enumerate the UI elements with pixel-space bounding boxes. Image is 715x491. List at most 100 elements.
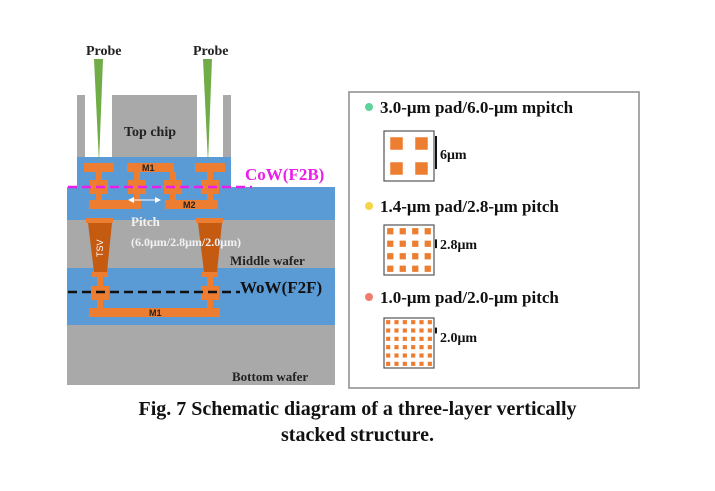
m2-line-left	[89, 200, 141, 209]
tsv-right	[198, 223, 222, 272]
legend-item-title: 1.4-μm pad/2.8-μm pitch	[380, 197, 559, 216]
pad-square	[399, 228, 406, 235]
pad-square	[419, 328, 424, 333]
pad-square	[415, 137, 428, 150]
side-silicon-right	[223, 95, 231, 157]
cow-label: CoW(F2B)	[245, 165, 324, 184]
pad-square	[386, 328, 391, 333]
pad-square	[399, 253, 406, 260]
m2-label: M2	[183, 200, 196, 210]
pad-square	[419, 336, 424, 341]
figure-caption-line1: Fig. 7 Schematic diagram of a three-laye…	[138, 398, 577, 420]
pad-square	[415, 162, 428, 175]
pad-square	[412, 265, 419, 272]
pad-square	[424, 253, 431, 260]
pad-square	[394, 353, 399, 358]
pad-square	[424, 240, 431, 247]
probe-left	[94, 59, 103, 163]
pad-square	[427, 320, 432, 325]
legend-item: 1.4-μm pad/2.8-μm pitch 2.8μm	[365, 197, 559, 276]
tsv-cap-left	[86, 218, 113, 223]
pad-square	[399, 265, 406, 272]
pad-square	[427, 345, 432, 350]
pad-square	[411, 320, 416, 325]
m1-bottom-label: M1	[149, 308, 162, 318]
pitch-arrow	[128, 197, 161, 203]
pad-square	[394, 336, 399, 341]
pad-square	[387, 240, 394, 247]
pitch-dimension-label: 2.0μm	[440, 331, 477, 346]
pad-square	[394, 361, 399, 366]
pad-square	[427, 361, 432, 366]
m1-top-line	[127, 163, 174, 172]
pad-square	[390, 137, 403, 150]
probe-pad-right	[195, 163, 225, 172]
pad-square	[427, 328, 432, 333]
pad-square	[424, 228, 431, 235]
legend-bullet-icon	[365, 103, 373, 111]
legend-bullet-icon	[365, 293, 373, 301]
tsv-left	[88, 223, 112, 272]
pad-square	[402, 345, 407, 350]
pad-square	[411, 361, 416, 366]
side-silicon-left	[77, 95, 85, 157]
pad-square	[387, 253, 394, 260]
pad-square	[386, 345, 391, 350]
pad-square	[424, 265, 431, 272]
legend-item-title: 1.0-μm pad/2.0-μm pitch	[380, 288, 559, 307]
pad-square	[412, 253, 419, 260]
pad-square	[402, 328, 407, 333]
pitch-values-label: (6.0μm/2.8μm/2.0μm)	[131, 235, 241, 249]
pad-square	[387, 265, 394, 272]
pad-square	[427, 353, 432, 358]
pad-square	[402, 320, 407, 325]
pad-square	[390, 162, 403, 175]
pad-square	[402, 353, 407, 358]
probe-pad-left	[84, 163, 114, 172]
bottom-wafer	[67, 325, 335, 385]
top-chip	[112, 95, 197, 157]
probe-right	[203, 59, 212, 163]
pad-square	[394, 320, 399, 325]
pad-square	[411, 353, 416, 358]
pad-square	[386, 336, 391, 341]
probe-label-right: Probe	[193, 44, 229, 59]
pad-square	[411, 328, 416, 333]
cross-section: Probe Probe Top chip M1 M2 CoW(F2B) Pitc…	[67, 44, 335, 385]
pad-square	[419, 353, 424, 358]
m1-top-label: M1	[142, 163, 155, 173]
pad-square	[386, 320, 391, 325]
pad-square	[411, 345, 416, 350]
pad-square	[399, 240, 406, 247]
pad-square	[386, 361, 391, 366]
pad-square	[419, 320, 424, 325]
pad-square	[412, 228, 419, 235]
tsv-cap-right	[196, 218, 223, 223]
wow-label: WoW(F2F)	[240, 278, 322, 297]
middle-wafer-label: Middle wafer	[230, 253, 305, 268]
pad-square	[419, 361, 424, 366]
pad-square	[402, 361, 407, 366]
pitch-dimension-label: 2.8μm	[440, 238, 477, 253]
pad-square	[386, 353, 391, 358]
pad-square	[394, 328, 399, 333]
m1-bottom-line	[89, 308, 220, 317]
pitch-label: Pitch	[131, 214, 161, 229]
probe-label-left: Probe	[86, 44, 122, 59]
m2-line-right	[165, 200, 218, 209]
legend-item: 1.0-μm pad/2.0-μm pitch 2.0μm	[365, 288, 559, 369]
pad-square	[394, 345, 399, 350]
pad-array-box	[383, 317, 435, 369]
pad-square	[387, 228, 394, 235]
tsv-label: TSV	[95, 239, 105, 257]
pad-square	[419, 345, 424, 350]
top-chip-label: Top chip	[124, 125, 176, 140]
pad-square	[427, 336, 432, 341]
pad-square	[402, 336, 407, 341]
figure-caption-line2: stacked structure.	[281, 424, 434, 446]
pitch-dimension-label: 6μm	[440, 148, 467, 163]
pad-square	[411, 336, 416, 341]
